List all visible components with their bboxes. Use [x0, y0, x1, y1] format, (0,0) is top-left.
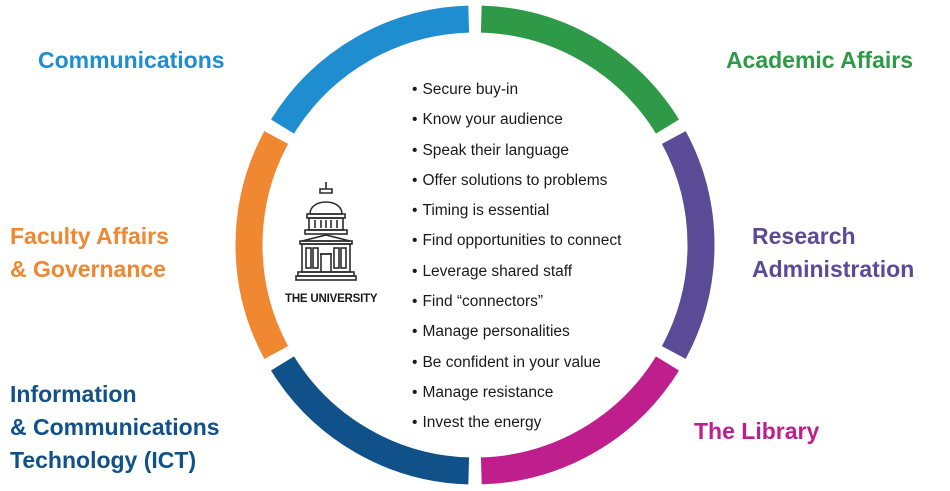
- ring-segment-ict: [271, 356, 470, 485]
- ring-segment-research: [661, 131, 715, 359]
- label-communications-line-1: Communications: [38, 47, 225, 73]
- label-ict-line-3: Technology (ICT): [10, 447, 197, 473]
- label-academic-affairs-line-1: Academic Affairs: [725, 47, 913, 73]
- label-research-administration: Research Administration: [752, 220, 914, 286]
- label-academic-affairs: Academic Affairs: [726, 44, 913, 77]
- bullet-item: Secure buy-in: [412, 75, 621, 105]
- bullet-item: Know your audience: [412, 105, 621, 135]
- university-label: THE UNIVERSITY: [285, 293, 378, 305]
- university-building-icon: [295, 182, 357, 281]
- bullet-item: Find opportunities to connect: [412, 226, 621, 256]
- bullet-item: Be confident in your value: [412, 348, 621, 378]
- bullet-item: Offer solutions to problems: [412, 166, 621, 196]
- label-the-library-line-1: The Library: [694, 418, 820, 444]
- label-research-line-2: Administration: [752, 256, 915, 282]
- bullet-item: Manage personalities: [412, 317, 621, 347]
- label-faculty-affairs-line-2: & Governance: [10, 256, 166, 282]
- ring-segment-communications: [271, 5, 470, 134]
- ring-segment-academic: [480, 5, 679, 134]
- label-communications: Communications: [38, 44, 225, 77]
- ring-segment-library: [480, 356, 679, 485]
- ring-segment-faculty: [235, 131, 289, 359]
- bullet-item: Manage resistance: [412, 378, 621, 408]
- bullet-item: Timing is essential: [412, 196, 621, 226]
- strategy-bullet-list: Secure buy-inKnow your audienceSpeak the…: [412, 75, 621, 439]
- label-research-line-1: Research: [752, 223, 856, 249]
- label-faculty-affairs: Faculty Affairs & Governance: [10, 220, 169, 286]
- label-ict-line-1: Information: [10, 381, 137, 407]
- label-ict: Information & Communications Technology …: [10, 378, 220, 477]
- bullet-item: Speak their language: [412, 136, 621, 166]
- bullet-item: Find “connectors”: [412, 287, 621, 317]
- bullet-item: Leverage shared staff: [412, 257, 621, 287]
- label-faculty-affairs-line-1: Faculty Affairs: [10, 223, 169, 249]
- label-ict-line-2: & Communications: [10, 414, 220, 440]
- bullet-item: Invest the energy: [412, 408, 621, 438]
- label-the-library: The Library: [694, 415, 819, 448]
